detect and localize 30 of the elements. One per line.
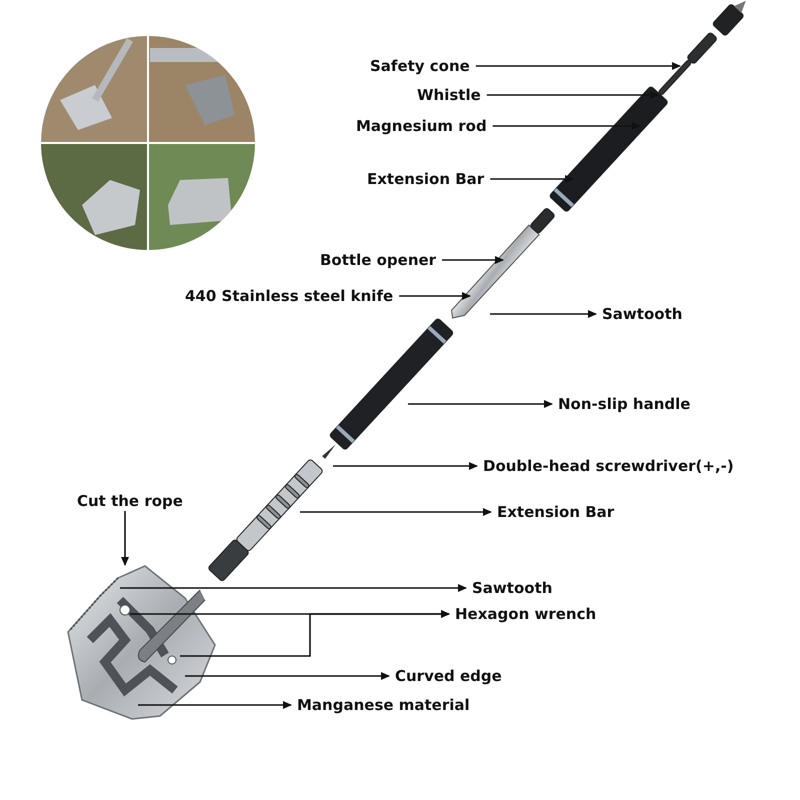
leader-line xyxy=(492,122,641,130)
leader-line xyxy=(399,292,471,300)
part-label: Double-head screwdriver(+,-) xyxy=(477,456,740,476)
leader-line xyxy=(185,672,390,680)
part-label: 440 Stainless steel knife xyxy=(179,286,400,306)
leader-line xyxy=(442,256,504,264)
leader-line xyxy=(476,62,681,70)
part-label: Non-slip handle xyxy=(552,394,696,414)
part-label: Whistle xyxy=(411,85,487,105)
part-label: Bottle opener xyxy=(314,250,442,270)
leader-line xyxy=(120,584,467,592)
leader-line xyxy=(486,91,659,99)
part-label: Magnesium rod xyxy=(350,116,493,136)
leader-line xyxy=(408,400,553,408)
part-label: Extension Bar xyxy=(361,169,490,189)
leader-line xyxy=(333,462,478,470)
part-label: Sawtooth xyxy=(466,578,558,598)
leader-line xyxy=(490,175,574,183)
leader-line xyxy=(300,508,492,516)
part-label: Safety cone xyxy=(364,56,476,76)
leader-line xyxy=(121,511,129,566)
leader-line xyxy=(490,310,597,318)
part-label: Hexagon wrench xyxy=(449,604,602,624)
leader-line xyxy=(138,701,292,709)
part-label: Extension Bar xyxy=(491,502,620,522)
part-label: Sawtooth xyxy=(596,304,688,324)
leader-line xyxy=(180,610,450,657)
part-label: Cut the rope xyxy=(71,491,189,511)
part-label: Manganese material xyxy=(291,695,476,715)
part-label: Curved edge xyxy=(389,666,508,686)
